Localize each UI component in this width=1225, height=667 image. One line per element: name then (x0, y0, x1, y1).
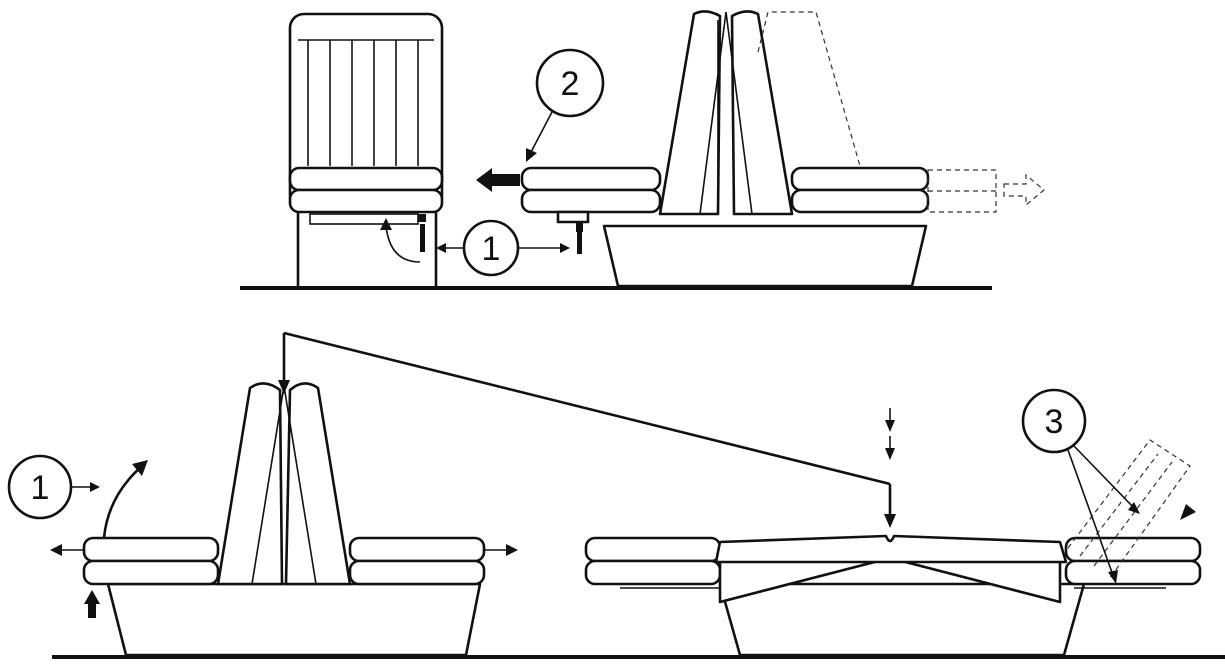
double-seat-bottom-left-fold-left (251, 385, 285, 585)
bottom-callout-1-leader-arrowhead (90, 482, 100, 492)
double-seat-top-latch-bracket (556, 210, 590, 224)
double-seat-top-backrest-fold-right (725, 11, 753, 215)
double-seat-bottom-left-backrest-left (216, 382, 284, 586)
double-seat-bottom-left-cushion-right-upper (348, 536, 486, 563)
bottom-callout-1-label: 1 (31, 469, 50, 507)
connector-drop-right-arrowhead (884, 514, 896, 528)
double-seat-top-latch (576, 222, 583, 232)
single-seat-cushion-lower (288, 188, 444, 214)
double-seat-top-right-cushion-upper (790, 166, 930, 192)
bed-left-cushion-upper (584, 536, 722, 563)
top-callout-2-circle (535, 48, 605, 118)
top-callout-2-leader (529, 111, 553, 155)
single-seat-latch (418, 214, 426, 222)
bottom-lift-arc-arrowhead (132, 460, 148, 476)
bed-centre-mattress (714, 534, 1068, 564)
top-callout-2-label: 2 (561, 65, 580, 103)
bottom-callout-3-leader-b (1067, 449, 1115, 579)
double-seat-top (520, 10, 1045, 288)
bottom-callout-3-leader-a-arrowhead (1128, 502, 1140, 514)
double-seat-top-left-cushion-lower (520, 188, 662, 214)
single-seat-rail (309, 213, 419, 225)
double-seat-top-latch-handle (577, 232, 582, 254)
double-seat-top-right-cushion-lower (790, 188, 930, 214)
bottom-callout-3: 3 (1021, 388, 1140, 584)
bed-left-cushion-lower (584, 559, 722, 586)
double-seat-bottom-left-backrest-right (284, 382, 352, 586)
top-callout-1-right-arrowhead (560, 243, 570, 253)
double-seat-top-backrest-phantom (757, 11, 861, 167)
top-callout-1: 1 (436, 219, 570, 277)
single-seat-cushion-upper (288, 166, 444, 192)
top-callout-1-label: 1 (482, 230, 501, 268)
top-callout-1-left-arrowhead (436, 243, 446, 253)
press-down-arrows (885, 408, 895, 460)
top-callout-2: 2 (476, 48, 605, 192)
double-seat-top-backrest-fold-left (699, 11, 727, 215)
single-seat-latch-swing-arrowhead (380, 218, 392, 230)
single-seat (288, 12, 444, 286)
single-seat-latch-handle (420, 224, 425, 252)
bottom-left-extend-left-arrowhead (50, 544, 62, 556)
double-seat-top-backrest-right (730, 10, 794, 216)
top-callout-2-leader-arrowhead (526, 148, 537, 162)
bed-right-cushion-upper (1064, 536, 1202, 563)
bottom-callout-3-leader-b-arrowhead (1108, 570, 1118, 584)
connector-line (278, 331, 896, 528)
double-seat-top-base (602, 224, 928, 288)
double-seat-bottom-left-base (106, 582, 482, 657)
double-seat-bottom-left-fold-right (283, 385, 317, 585)
top-slide-left-arrow (476, 168, 520, 192)
double-seat-bottom-left (50, 382, 518, 657)
bottom-left-lift-up-arrow (84, 590, 100, 618)
bed-right-cushion-lower (1064, 559, 1202, 586)
single-seat-backrest-stripes (298, 39, 434, 166)
double-seat-bottom-left-cushion-left-upper (82, 536, 220, 563)
double-seat-bottom-left-cushion-left-lower (82, 559, 220, 586)
bottom-callout-3-circle (1021, 388, 1087, 454)
bed-configuration (584, 439, 1202, 657)
top-panel: 1 2 (240, 10, 1045, 290)
bottom-left-extend-right-arrowhead (506, 544, 518, 556)
bottom-callout-3-leader-a (1073, 445, 1137, 511)
double-seat-top-backrest-left (658, 10, 722, 216)
bottom-lift-arc (102, 465, 143, 539)
bed-right-backrest-phantom (1067, 439, 1191, 579)
bottom-callout-3-label: 3 (1045, 403, 1064, 441)
double-seat-top-left-cushion-upper (520, 166, 662, 192)
double-seat-top-slide-right-phantom-arrow (1003, 173, 1045, 207)
double-seat-bottom-left-cushion-right-lower (348, 559, 486, 586)
bottom-panel: 1 3 (7, 382, 1225, 659)
bottom-callout-1: 1 (7, 454, 148, 539)
single-seat-latch-swing-arc (385, 225, 421, 263)
connector-diagonal (283, 331, 891, 486)
bed-right-backrest-pivot-arrowhead (1180, 504, 1196, 520)
bed-configuration-base (718, 582, 1086, 657)
